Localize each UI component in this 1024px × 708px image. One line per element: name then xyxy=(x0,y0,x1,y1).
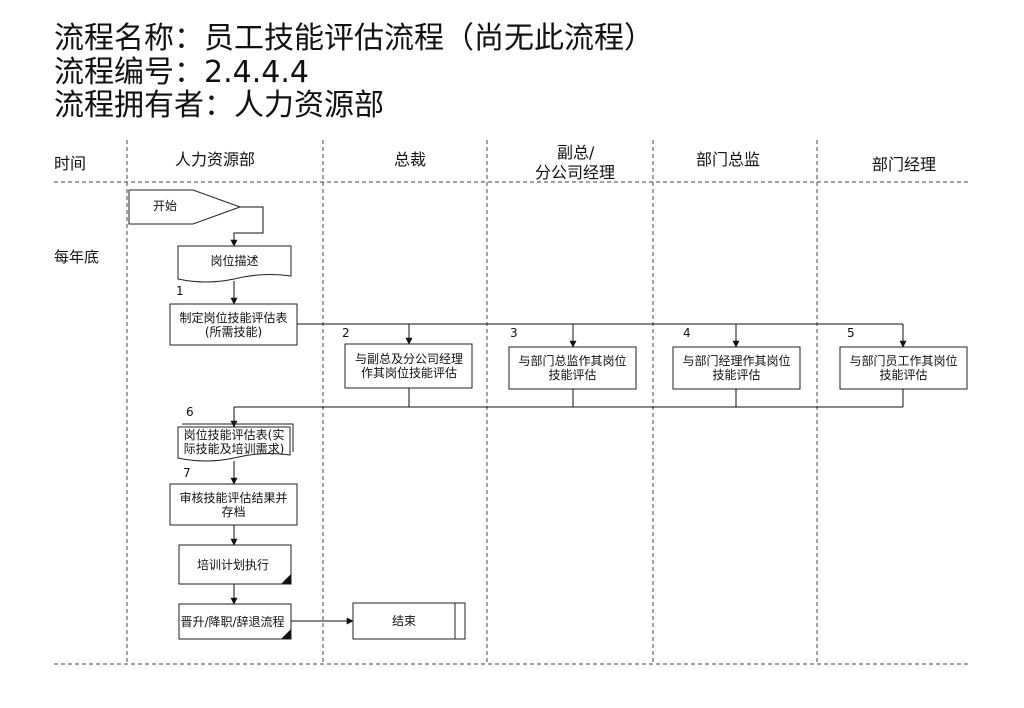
director-eval-shape xyxy=(508,346,637,390)
manager-eval-shape xyxy=(672,346,801,390)
lane-dept-director: 部门总监 xyxy=(696,150,761,169)
start-label: 开始 xyxy=(152,199,177,213)
lane-president: 总裁 xyxy=(394,150,427,169)
lane-dept-manager: 部门经理 xyxy=(872,155,937,174)
end-shape xyxy=(352,602,466,640)
director-eval-label: 与部门总监作其岗位技能评估 xyxy=(518,354,627,382)
training-corner-mark xyxy=(281,574,291,584)
staff-eval-label: 与部门员工作其岗位技能评估 xyxy=(849,354,958,382)
process-code: 流程编号：2.4.4.4 xyxy=(54,55,309,90)
step-number-3: 3 xyxy=(510,326,518,340)
promotion-corner-mark xyxy=(281,629,291,639)
training-shape xyxy=(178,544,292,585)
lane-vp-line1: 副总/ xyxy=(557,143,595,162)
vp-eval-shape xyxy=(344,343,473,389)
actual-form-shadow xyxy=(182,423,294,452)
vp-eval-label: 与副总及分公司经理作其岗位技能评估 xyxy=(354,352,463,380)
manager-eval-label: 与部门经理作其岗位技能评估 xyxy=(682,354,791,382)
step-number-4: 4 xyxy=(683,326,691,340)
promotion-label: 晋升/降职/辞退流程 xyxy=(180,614,285,629)
training-label: 培训计划执行 xyxy=(196,557,269,572)
step-number-7: 7 xyxy=(183,466,191,480)
connector-start-jobdesc xyxy=(230,206,264,247)
job-desc-shape xyxy=(177,245,292,283)
staff-eval-shape xyxy=(839,346,968,390)
lane-time: 时间 xyxy=(54,154,87,173)
time-marker: 每年底 xyxy=(54,248,100,266)
process-name: 流程名称：员工技能评估流程（尚无此流程） xyxy=(54,21,654,56)
process-owner: 流程拥有者：人力资源部 xyxy=(54,88,384,123)
actual-form-label: 岗位技能评估表(实际技能及培训需求) xyxy=(183,428,285,456)
lane-hr: 人力资源部 xyxy=(175,150,256,169)
job-desc-label: 岗位描述 xyxy=(210,254,259,268)
review-label: 审核技能评估结果并存档 xyxy=(179,490,288,519)
end-label: 结束 xyxy=(391,614,416,628)
make-form-label: 制定岗位技能评估表(所需技能) xyxy=(179,310,288,339)
lane-vp-line2: 分公司经理 xyxy=(535,163,616,182)
review-shape xyxy=(169,483,298,526)
step-number-1: 1 xyxy=(176,284,184,298)
step-number-2: 2 xyxy=(342,326,350,340)
step-number-6: 6 xyxy=(186,405,194,419)
make-form-shape xyxy=(169,303,298,346)
step-number-5: 5 xyxy=(847,326,855,340)
start-shape xyxy=(128,189,242,225)
actual-form-shape xyxy=(177,426,291,462)
promotion-shape xyxy=(178,603,292,640)
